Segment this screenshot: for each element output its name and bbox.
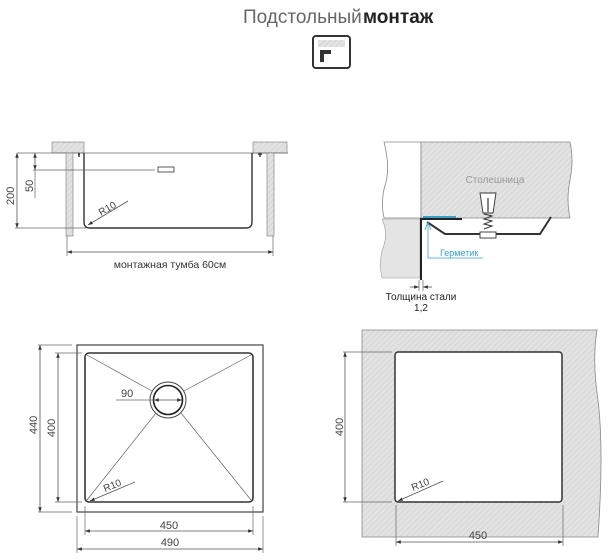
steel-thickness-label: Толщина стали xyxy=(386,292,457,303)
steel-thickness-value: 1,2 xyxy=(414,303,428,314)
cabinet-label: монтажная тумба 60см xyxy=(114,259,227,271)
sink-steel-edge xyxy=(420,218,462,280)
dim-outer-height: 440 xyxy=(28,416,40,434)
sink-bowl-profile xyxy=(83,153,253,229)
dim-overflow: 50 xyxy=(24,180,36,192)
title-bold: монтаж xyxy=(363,7,434,28)
dim-cutout-width: 450 xyxy=(469,530,487,542)
countertop-right xyxy=(252,141,288,154)
undermount-icon xyxy=(312,35,351,69)
cabinet-wall xyxy=(380,218,421,279)
dim-inner-width: 450 xyxy=(160,520,178,532)
sealant xyxy=(423,216,456,219)
countertop-label: Столешница xyxy=(466,175,525,186)
cabinet-wall-left xyxy=(65,152,74,237)
countertop-left xyxy=(51,141,85,154)
dim-inner-height: 400 xyxy=(46,419,58,437)
detail-view: Столешница Герметик Толщина стали 1,2 xyxy=(380,141,573,314)
sink-bowl xyxy=(84,352,254,503)
cutout-opening xyxy=(394,351,563,503)
screw-icon xyxy=(479,192,497,239)
overflow-slot xyxy=(157,166,175,173)
header: Подстольный монтаж xyxy=(243,7,434,69)
sealant-label: Герметик xyxy=(440,248,478,258)
plan-view: 90 440 400 R10 450 490 xyxy=(28,344,264,553)
radius-label: R10 xyxy=(97,200,119,219)
dim-outer-width: 490 xyxy=(161,537,179,549)
countertop xyxy=(420,141,573,219)
dim-cutout-height: 400 xyxy=(334,418,346,436)
cabinet-wall-right xyxy=(266,152,275,237)
cutout-view: 400 450 R10 xyxy=(334,329,602,546)
section-view: 50 200 R10 монтажная тумба 60см xyxy=(5,141,288,271)
dim-depth: 200 xyxy=(5,187,17,205)
drain-diameter: 90 xyxy=(121,388,133,400)
title-light: Подстольный xyxy=(243,7,362,28)
